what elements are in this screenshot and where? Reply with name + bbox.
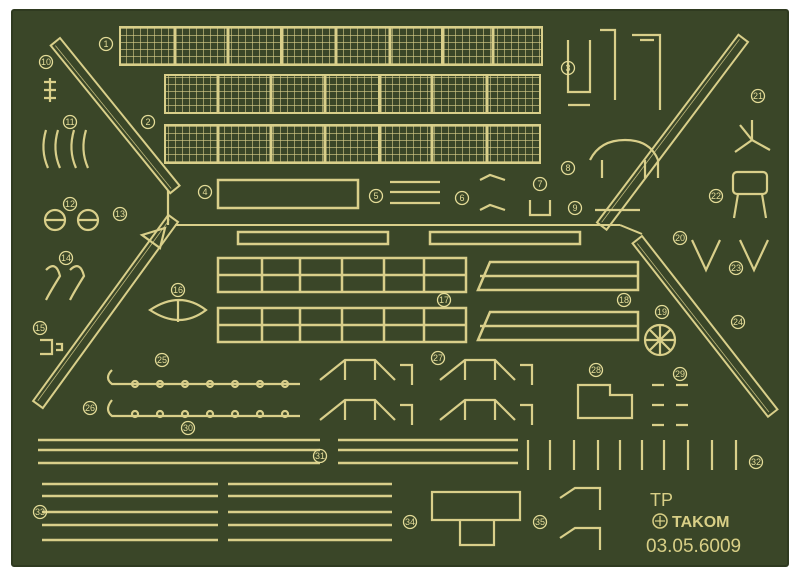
svg-text:5: 5: [373, 191, 378, 201]
long-rods: [38, 438, 518, 542]
svg-text:3: 3: [565, 63, 570, 73]
marker-13: 13: [112, 206, 128, 222]
marker-5: 5: [368, 188, 384, 204]
svg-text:9: 9: [572, 203, 577, 213]
svg-text:33: 33: [35, 507, 45, 517]
marker-18: 18: [616, 292, 632, 308]
svg-text:1: 1: [103, 39, 108, 49]
svg-text:4: 4: [202, 187, 207, 197]
svg-text:20: 20: [675, 233, 685, 243]
marker-27: 27: [430, 350, 446, 366]
svg-text:19: 19: [657, 307, 667, 317]
svg-text:21: 21: [753, 91, 763, 101]
marker-6: 6: [454, 190, 470, 206]
svg-text:18: 18: [619, 295, 629, 305]
marker-3: 3: [560, 60, 576, 76]
marker-20: 20: [672, 230, 688, 246]
svg-text:28: 28: [591, 365, 601, 375]
svg-text:25: 25: [157, 355, 167, 365]
brand-block: TP TAKOM 03.05.6009: [646, 490, 741, 557]
svg-text:16: 16: [173, 285, 183, 295]
svg-text:24: 24: [733, 317, 743, 327]
svg-text:35: 35: [535, 517, 545, 527]
marker-19: 19: [654, 304, 670, 320]
marker-2: 2: [140, 114, 156, 130]
svg-text:12: 12: [65, 199, 75, 209]
ladder-frames: [31, 33, 779, 419]
frame-panels: [216, 178, 640, 344]
marker-14: 14: [58, 250, 74, 266]
svg-text:11: 11: [65, 117, 74, 127]
marker-10: 10: [38, 54, 54, 70]
svg-text:34: 34: [405, 517, 415, 527]
brand-name: TAKOM: [672, 514, 729, 531]
marker-23: 23: [728, 260, 744, 276]
svg-text:32: 32: [751, 457, 761, 467]
svg-text:6: 6: [459, 193, 464, 203]
svg-text:2: 2: [145, 117, 150, 127]
marker-35: 35: [532, 514, 548, 530]
marker-9: 9: [567, 200, 583, 216]
marker-30: 30: [180, 420, 196, 436]
mesh-grilles: [119, 26, 543, 164]
marker-22: 22: [708, 188, 724, 204]
svg-text:22: 22: [711, 191, 721, 201]
marker-8: 8: [560, 160, 576, 176]
part-number-markers: 1 2 3 4 5 6 7 8 9 10 11 12 13 14 15 16 1…: [32, 36, 766, 530]
marker-11: 11: [62, 114, 78, 130]
marker-24: 24: [730, 314, 746, 330]
small-parts: [40, 28, 771, 550]
marker-26: 26: [82, 400, 98, 416]
marker-17: 17: [436, 292, 452, 308]
marker-15: 15: [32, 320, 48, 336]
marker-31: 31: [312, 448, 328, 464]
svg-text:26: 26: [85, 403, 95, 413]
svg-text:10: 10: [41, 57, 51, 67]
svg-text:14: 14: [61, 253, 71, 263]
marker-28: 28: [588, 362, 604, 378]
svg-text:23: 23: [731, 263, 741, 273]
takom-logo-icon: [652, 513, 668, 529]
part-number: 03.05.6009: [646, 536, 741, 557]
svg-text:13: 13: [115, 209, 125, 219]
marker-25: 25: [154, 352, 170, 368]
svg-text:7: 7: [537, 179, 542, 189]
marker-12: 12: [62, 196, 78, 212]
marker-16: 16: [170, 282, 186, 298]
marker-4: 4: [197, 184, 213, 200]
svg-text:15: 15: [35, 323, 45, 333]
marker-7: 7: [532, 176, 548, 192]
marker-33: 33: [32, 504, 48, 520]
svg-text:27: 27: [433, 353, 443, 363]
svg-text:17: 17: [439, 295, 449, 305]
marker-1: 1: [98, 36, 114, 52]
svg-text:31: 31: [315, 451, 325, 461]
svg-text:8: 8: [565, 163, 570, 173]
marker-34: 34: [402, 514, 418, 530]
marker-29: 29: [672, 366, 688, 382]
svg-text:30: 30: [183, 423, 193, 433]
sheet-code: TP: [650, 490, 673, 510]
marker-21: 21: [750, 88, 766, 104]
marker-32: 32: [748, 454, 764, 470]
svg-text:29: 29: [675, 369, 685, 379]
